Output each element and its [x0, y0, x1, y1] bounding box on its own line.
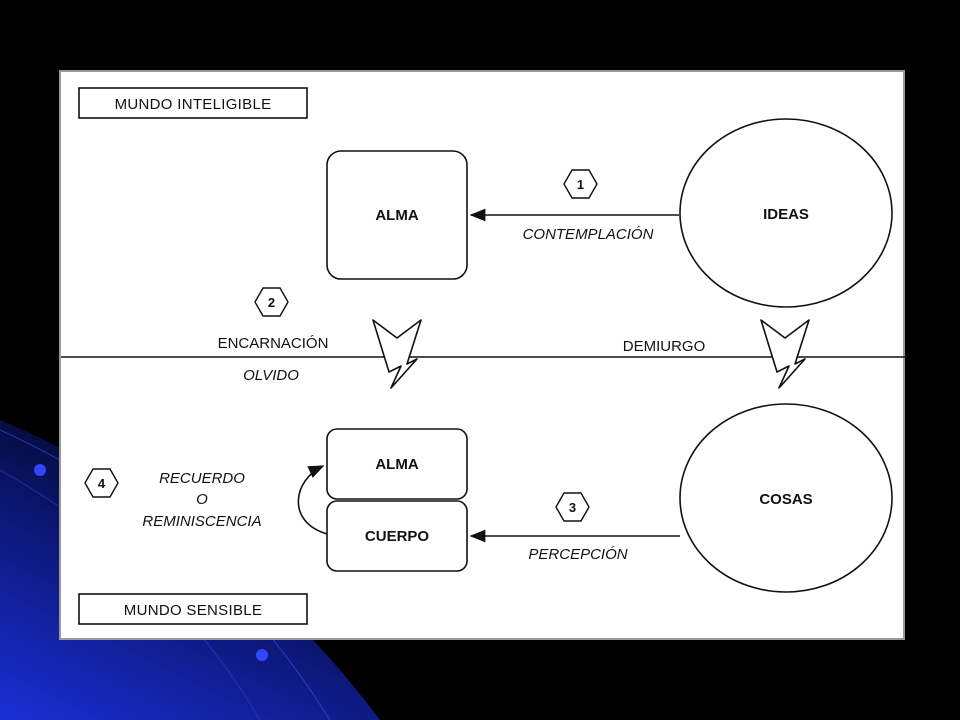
alma-top-label: ALMA: [375, 207, 418, 224]
olvido-label: OLVIDO: [243, 367, 299, 384]
ideas-label: IDEAS: [763, 206, 809, 223]
o-label: O: [196, 491, 208, 508]
step-2-badge: 2: [254, 287, 289, 317]
alma-box-top: ALMA: [326, 150, 468, 280]
cuerpo-box: CUERPO: [326, 500, 468, 572]
step-1-number: 1: [577, 177, 584, 192]
demiurgo-label: DEMIURGO: [623, 338, 706, 355]
cuerpo-label: CUERPO: [365, 528, 430, 545]
ideas-circle: IDEAS: [679, 118, 893, 308]
step-4-number: 4: [98, 476, 106, 491]
step-3-badge: 3: [555, 492, 590, 522]
world-label-intelligible-text: MUNDO INTELIGIBLE: [115, 96, 272, 113]
recuerdo-label: RECUERDO: [159, 470, 245, 487]
encarnacion-arrow: [372, 319, 422, 389]
world-label-sensible: MUNDO SENSIBLE: [78, 593, 308, 625]
step-3-number: 3: [569, 500, 576, 515]
reminiscencia-label: REMINISCENCIA: [142, 513, 261, 530]
alma-box-bottom: ALMA: [326, 428, 468, 500]
step-4-badge: 4: [84, 468, 119, 498]
step-1-badge: 1: [563, 169, 598, 199]
slide-canvas: MUNDO INTELIGIBLE MUNDO SENSIBLE ALMA ID…: [59, 70, 907, 640]
encarnacion-label: ENCARNACIÓN: [218, 335, 329, 352]
percepcion-label: PERCEPCIÓN: [528, 546, 627, 563]
cosas-label: COSAS: [759, 491, 812, 508]
glow-dot: [34, 464, 46, 476]
demiurgo-arrow: [760, 319, 810, 389]
alma-bottom-label: ALMA: [375, 456, 418, 473]
world-label-intelligible: MUNDO INTELIGIBLE: [78, 87, 308, 119]
plato-diagram: MUNDO INTELIGIBLE MUNDO SENSIBLE ALMA ID…: [61, 87, 907, 625]
step-2-number: 2: [268, 295, 275, 310]
glow-dot: [256, 649, 268, 661]
world-label-sensible-text: MUNDO SENSIBLE: [124, 602, 262, 619]
contemplation-label: CONTEMPLACIÓN: [523, 226, 654, 243]
cosas-circle: COSAS: [679, 403, 893, 593]
reminiscence-arrow: [297, 465, 328, 535]
